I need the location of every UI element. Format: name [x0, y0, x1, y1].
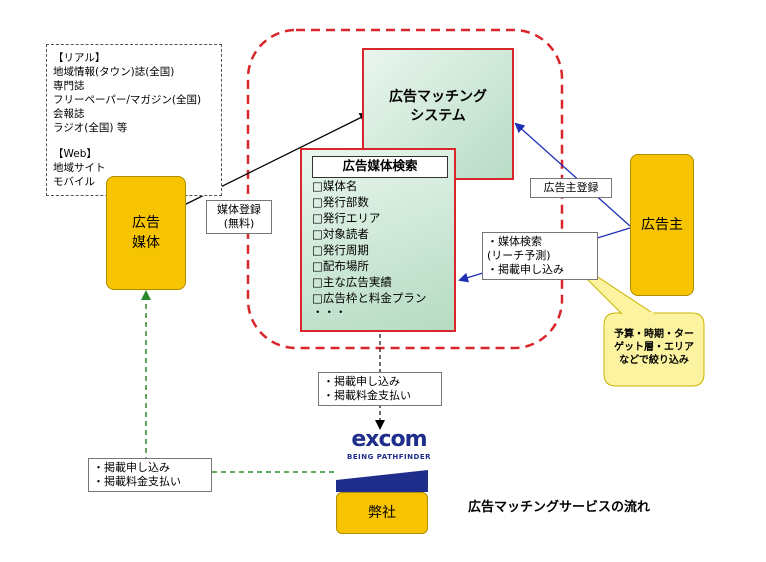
callout-bubble [603, 312, 705, 387]
arrow-company-to-media [141, 290, 334, 473]
company-roof [336, 470, 428, 492]
search-criterion: □媒体名 [312, 179, 358, 193]
search-panel-title: 広告媒体検索 [312, 156, 448, 178]
real-media-item: 地域情報(タウン)誌(全国) [53, 66, 175, 78]
web-media-header: 【Web】 [53, 148, 97, 160]
excom-logo: excom BEING PATHFINDER [334, 428, 444, 468]
media-register-label: 媒体登録 (無料) [206, 200, 272, 234]
real-media-header: 【リアル】 [53, 52, 106, 64]
media-flow-label: ・掲載申し込み ・掲載料金支払い [88, 458, 212, 492]
search-criterion: □広告枠と料金プラン [312, 291, 427, 305]
real-media-item: 専門誌 [53, 80, 85, 92]
search-criterion: □発行部数 [312, 195, 369, 209]
advertiser-node: 広告主 [630, 154, 694, 296]
media-search-panel: 広告媒体検索 □媒体名 □発行部数 □発行エリア □対象読者 □発行周期 □配布… [300, 148, 456, 332]
real-media-item: ラジオ(全国) 等 [53, 122, 128, 134]
media-type-list: 【リアル】 地域情報(タウン)誌(全国) 専門誌 フリーペーパー/マガジン(全国… [46, 44, 222, 196]
search-criterion: □発行周期 [312, 243, 369, 257]
search-criterion: □配布場所 [312, 259, 369, 273]
search-criterion: □主な広告実績 [312, 275, 392, 289]
advertiser-register-label: 広告主登録 [530, 178, 612, 198]
callout-text: 予算・時期・ター ゲット層・エリア などで絞り込み [614, 329, 694, 366]
web-media-item: モバイル [53, 176, 95, 188]
real-media-item: フリーペーパー/マガジン(全国) [53, 94, 202, 106]
company-flow-label: ・掲載申し込み ・掲載料金支払い [318, 372, 442, 406]
search-criterion: □発行エリア [312, 211, 381, 225]
real-media-item: 会報誌 [53, 108, 85, 120]
search-criterion: □対象読者 [312, 227, 369, 241]
arrow-media-to-system [165, 113, 370, 215]
diagram-caption: 広告マッチングサービスの流れ [468, 500, 651, 515]
logo-wordmark: excom [351, 427, 427, 452]
web-media-item: 地域サイト [53, 162, 106, 174]
media-node: 広告 媒体 [106, 176, 186, 290]
company-node: 弊社 [336, 492, 428, 534]
advertiser-actions-label: ・媒体検索 (リーチ予測) ・掲載申し込み [482, 232, 598, 280]
logo-tagline: BEING PATHFINDER [347, 453, 431, 461]
system-boundary [246, 28, 564, 350]
arrow-advertiser-to-system [514, 122, 631, 227]
search-more-ellipsis: ・・・ [312, 305, 347, 319]
